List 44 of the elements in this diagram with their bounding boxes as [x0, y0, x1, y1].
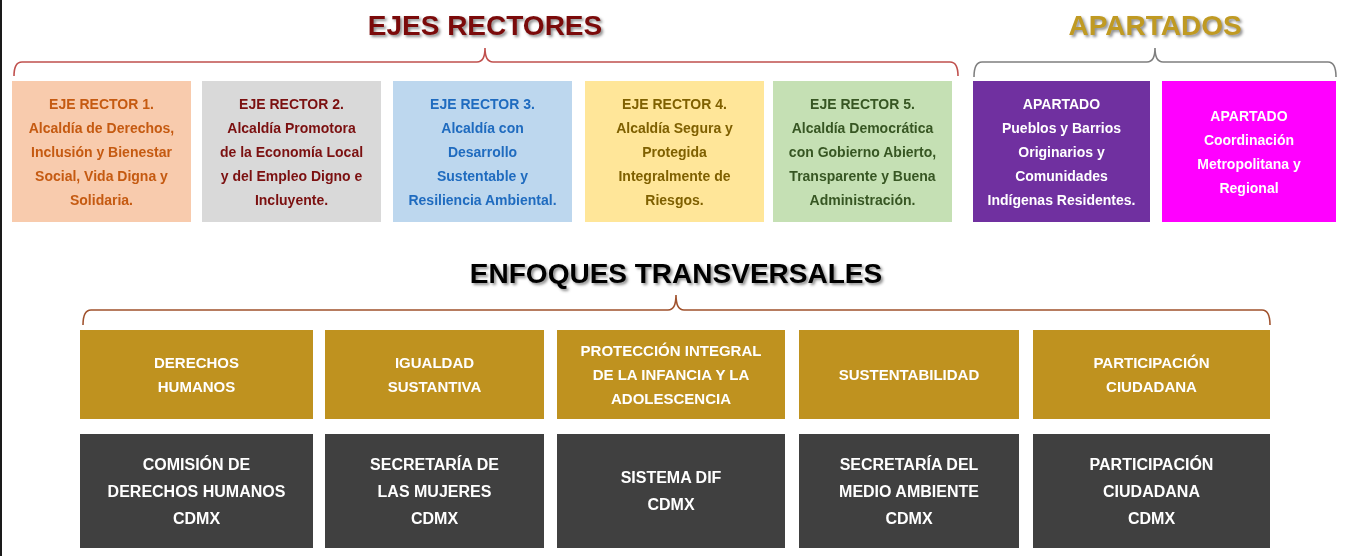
card-text: Alcaldía Promotora de la Economía Local y del Empleo Digno e Incluyente.: [218, 118, 365, 210]
section-heading: APARTADOS: [1068, 10, 1242, 42]
axis-card: [12, 81, 191, 222]
agency-card: [557, 434, 785, 548]
card-heading: EJE RECTOR 1.: [49, 94, 154, 114]
approach-card: [1033, 330, 1270, 419]
card-heading: EJE RECTOR 2.: [239, 94, 344, 114]
card-text: Alcaldía Democrática con Gobierno Abierto, Transparente y Buena Administración.: [787, 118, 938, 210]
agency-card: [80, 434, 313, 548]
card-heading: EJE RECTOR 3.: [430, 94, 535, 114]
card-text: Alcaldía con Desarrollo Sustentable y Resiliencia Ambiental.: [407, 118, 558, 210]
card-text: Alcaldía Segura y Protegida Integralmente de Riesgos.: [615, 118, 734, 210]
agency-card: [325, 434, 544, 548]
approach-card: [799, 330, 1019, 419]
card-text: SISTEMA DIF CDMX: [619, 468, 723, 515]
card-text: IGUALDAD SUSTANTIVA: [386, 352, 483, 397]
agency-card: [1033, 434, 1270, 548]
axis-card: [773, 81, 952, 222]
section-card: [973, 81, 1150, 222]
card-text: SECRETARÍA DE LAS MUJERES CDMX: [369, 454, 500, 529]
card-text: PROTECCIÓN INTEGRAL DE LA INFANCIA Y LA ADOLESCENCIA: [579, 340, 763, 409]
card-text: PARTICIPACIÓN CIUDADANA CDMX: [1088, 454, 1215, 529]
agency-card: [799, 434, 1019, 548]
axis-card: [202, 81, 381, 222]
card-text: SUSTENTABILIDAD: [838, 364, 980, 385]
card-text: COMISIÓN DE DERECHOS HUMANOS CDMX: [106, 454, 287, 529]
section-heading: ENFOQUES TRANSVERSALES: [469, 258, 883, 290]
card-heading: EJE RECTOR 4.: [622, 94, 727, 114]
card-text: Alcaldía de Derechos, Inclusión y Bienestar Social, Vida Digna y Solidaria.: [27, 118, 176, 210]
section-card: [1162, 81, 1336, 222]
card-heading: EJE RECTOR 5.: [810, 94, 915, 114]
approach-card: [80, 330, 313, 419]
approach-card: [557, 330, 785, 419]
card-heading: APARTADO: [1022, 94, 1101, 114]
approach-card: [325, 330, 544, 419]
card-text: Pueblos y Barrios Originarios y Comunidades Indígenas Residentes.: [986, 118, 1137, 210]
card-text: DERECHOS HUMANOS: [153, 352, 240, 397]
card-text: Coordinación Metropolitana y Regional: [1196, 130, 1302, 198]
card-text: SECRETARÍA DEL MEDIO AMBIENTE CDMX: [838, 454, 980, 529]
card-text: PARTICIPACIÓN CIUDADANA: [1092, 352, 1211, 397]
axis-card: [393, 81, 572, 222]
card-heading: APARTADO: [1210, 106, 1288, 126]
axis-card: [585, 81, 764, 222]
section-heading: EJES RECTORES: [367, 10, 603, 42]
